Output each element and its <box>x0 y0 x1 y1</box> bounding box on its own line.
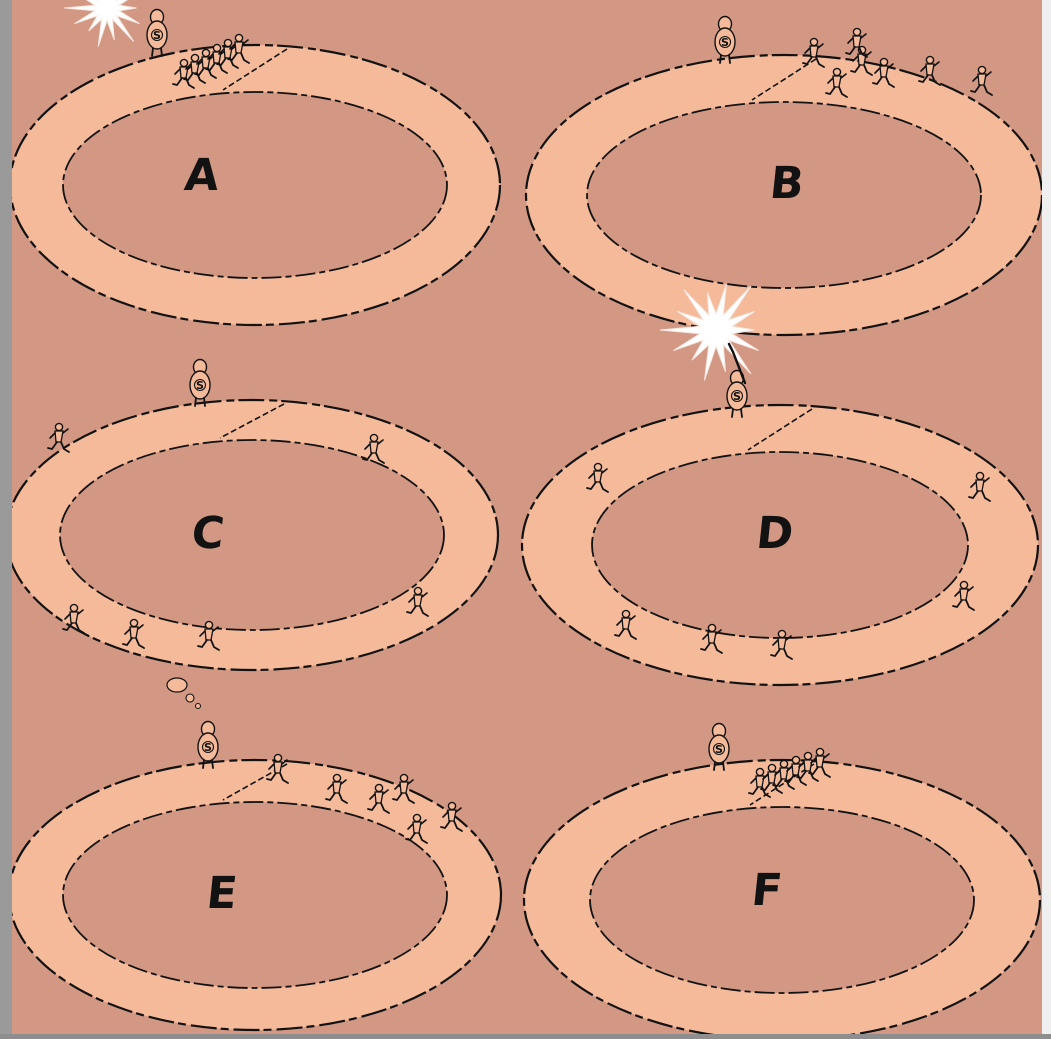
panel-label-c: C <box>164 498 251 568</box>
track-infield <box>63 92 447 278</box>
starter-badge: S <box>204 741 212 754</box>
thought-bubble-icon <box>186 694 194 702</box>
track-panel-c <box>12 400 498 670</box>
starter-badge: S <box>721 36 729 49</box>
track-panel-a <box>12 45 500 325</box>
starter-badge: S <box>196 379 204 392</box>
panel-label-a: A <box>158 140 245 210</box>
starter-badge: S <box>715 743 723 756</box>
starter-badge: S <box>733 390 741 403</box>
panel-label-e: E <box>178 858 265 928</box>
track-infield <box>60 440 444 630</box>
panel-label-d: D <box>731 498 818 568</box>
runner-figure <box>971 66 992 95</box>
starter-badge: S <box>153 29 161 42</box>
page-edge-shadow <box>0 1034 1051 1039</box>
illustration-page: S S S S S S A B C D E F <box>12 0 1042 1034</box>
page-edge <box>1042 0 1051 1039</box>
thought-bubble-icon <box>196 704 201 709</box>
panel-label-f: F <box>723 855 810 925</box>
panel-label-b: B <box>743 148 830 218</box>
thought-bubble-icon <box>167 678 187 692</box>
starting-pistol-flash-icon <box>64 0 139 47</box>
